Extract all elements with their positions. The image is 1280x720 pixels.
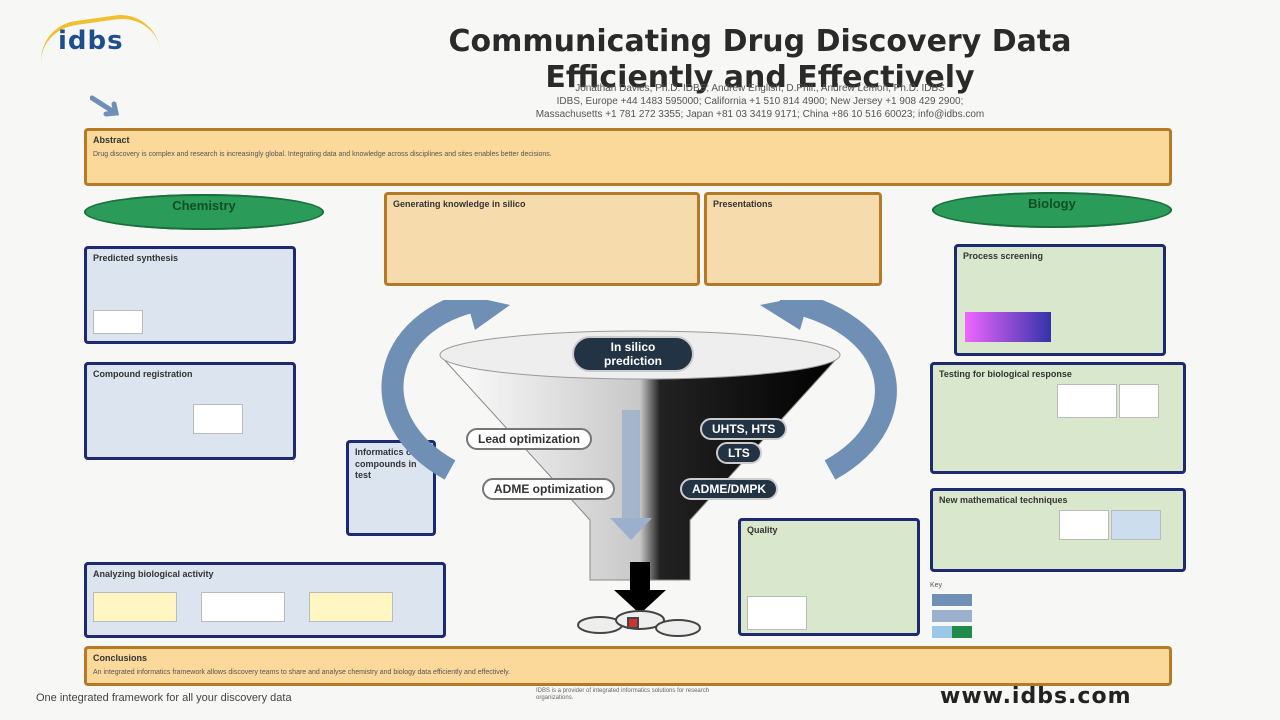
conclusions-text: An integrated informatics framework allo…	[93, 668, 511, 676]
abstract-box: Abstract Drug discovery is complex and r…	[84, 128, 1172, 186]
predicted-synthesis-box: Predicted synthesis	[84, 246, 296, 344]
new-techniques-box: New mathematical techniques	[930, 488, 1186, 572]
activity-thumbnail-1	[93, 591, 177, 622]
biology-label: Biology	[1028, 196, 1076, 211]
quality-box: Quality	[738, 518, 920, 636]
chemistry-pill: Chemistry	[84, 194, 324, 230]
synthesis-thumbnail	[93, 309, 143, 334]
generating-knowledge-box: Generating knowledge in silico	[384, 192, 700, 286]
quality-heading: Quality	[747, 525, 778, 535]
key-swatch-1	[932, 594, 972, 606]
uhts-hts-label: UHTS, HTS	[700, 418, 788, 440]
key-swatch-3a	[932, 626, 952, 638]
in-silico-label: In silico prediction	[572, 336, 694, 372]
informatics-box: Informatics of compounds in test	[346, 440, 436, 536]
conclusions-box: Conclusions An integrated informatics fr…	[84, 646, 1172, 686]
chemistry-label: Chemistry	[172, 198, 236, 213]
new-techniques-heading: New mathematical techniques	[939, 495, 1068, 505]
key-swatch-3b	[952, 626, 972, 638]
adme-dmpk-label: ADME/DMPK	[680, 478, 778, 500]
registration-thumbnail	[193, 403, 243, 434]
idbs-logo: idbs	[58, 26, 124, 56]
arrow-down-right-icon	[90, 95, 120, 117]
techniques-thumbnail-2	[1110, 509, 1161, 540]
biology-pill: Biology	[932, 192, 1172, 228]
adme-optimization-label: ADME optimization	[482, 478, 616, 500]
compound-registration-box: Compound registration	[84, 362, 296, 460]
abstract-heading: Abstract	[93, 135, 130, 145]
right-curved-arrow	[778, 300, 897, 480]
title-line-2: Efficiently and Effectively	[545, 60, 975, 95]
presentations-heading: Presentations	[713, 199, 773, 209]
key-legend: Key	[930, 582, 1090, 642]
footer-url[interactable]: www.idbs.com	[940, 684, 1132, 709]
key-swatch-2	[932, 610, 972, 622]
testing-response-box: Testing for biological response	[930, 362, 1186, 474]
testing-thumbnail-2	[1118, 383, 1159, 418]
molecule-icon	[577, 610, 701, 637]
gradient-plot-thumbnail	[965, 311, 1051, 342]
authors-block: Jonathan Davies, Ph.D. IDBS; Andrew Engl…	[380, 82, 1140, 121]
lts-label: LTS	[716, 442, 762, 464]
poster-title: Communicating Drug Discovery Data Effici…	[300, 24, 1220, 96]
footer-note: IDBS is a provider of integrated informa…	[536, 688, 710, 702]
authors: Jonathan Davies, Ph.D. IDBS; Andrew Engl…	[575, 83, 945, 94]
contacts-1: IDBS, Europe +44 1483 595000; California…	[556, 96, 964, 107]
footer-tagline: One integrated framework for all your di…	[36, 692, 292, 704]
contacts-2: Massachusetts +1 781 272 3355; Japan +81…	[535, 109, 985, 120]
key-title: Key	[930, 582, 943, 589]
lead-optimization-label: Lead optimization	[466, 428, 592, 450]
testing-thumbnail-1	[1057, 383, 1117, 418]
presentations-box: Presentations	[704, 192, 882, 286]
left-curved-arrow	[381, 300, 483, 480]
techniques-thumbnail-1	[1059, 509, 1109, 540]
process-screening-box: Process screening	[954, 244, 1166, 356]
abstract-text: Drug discovery is complex and research i…	[93, 150, 552, 158]
compound-registration-heading: Compound registration	[93, 369, 193, 379]
process-screening-heading: Process screening	[963, 251, 1044, 261]
activity-thumbnail-3	[308, 591, 393, 622]
testing-response-heading: Testing for biological response	[939, 369, 1072, 379]
informatics-heading: Informatics of compounds in test	[355, 447, 417, 481]
conclusions-heading: Conclusions	[93, 653, 148, 663]
analyzing-activity-box: Analyzing biological activity	[84, 562, 446, 638]
quality-thumbnail	[747, 595, 807, 630]
activity-thumbnail-2	[200, 591, 285, 622]
generating-knowledge-heading: Generating knowledge in silico	[393, 199, 526, 209]
predicted-synthesis-heading: Predicted synthesis	[93, 253, 179, 263]
title-line-1: Communicating Drug Discovery Data	[448, 24, 1072, 59]
analyzing-activity-heading: Analyzing biological activity	[93, 569, 214, 579]
